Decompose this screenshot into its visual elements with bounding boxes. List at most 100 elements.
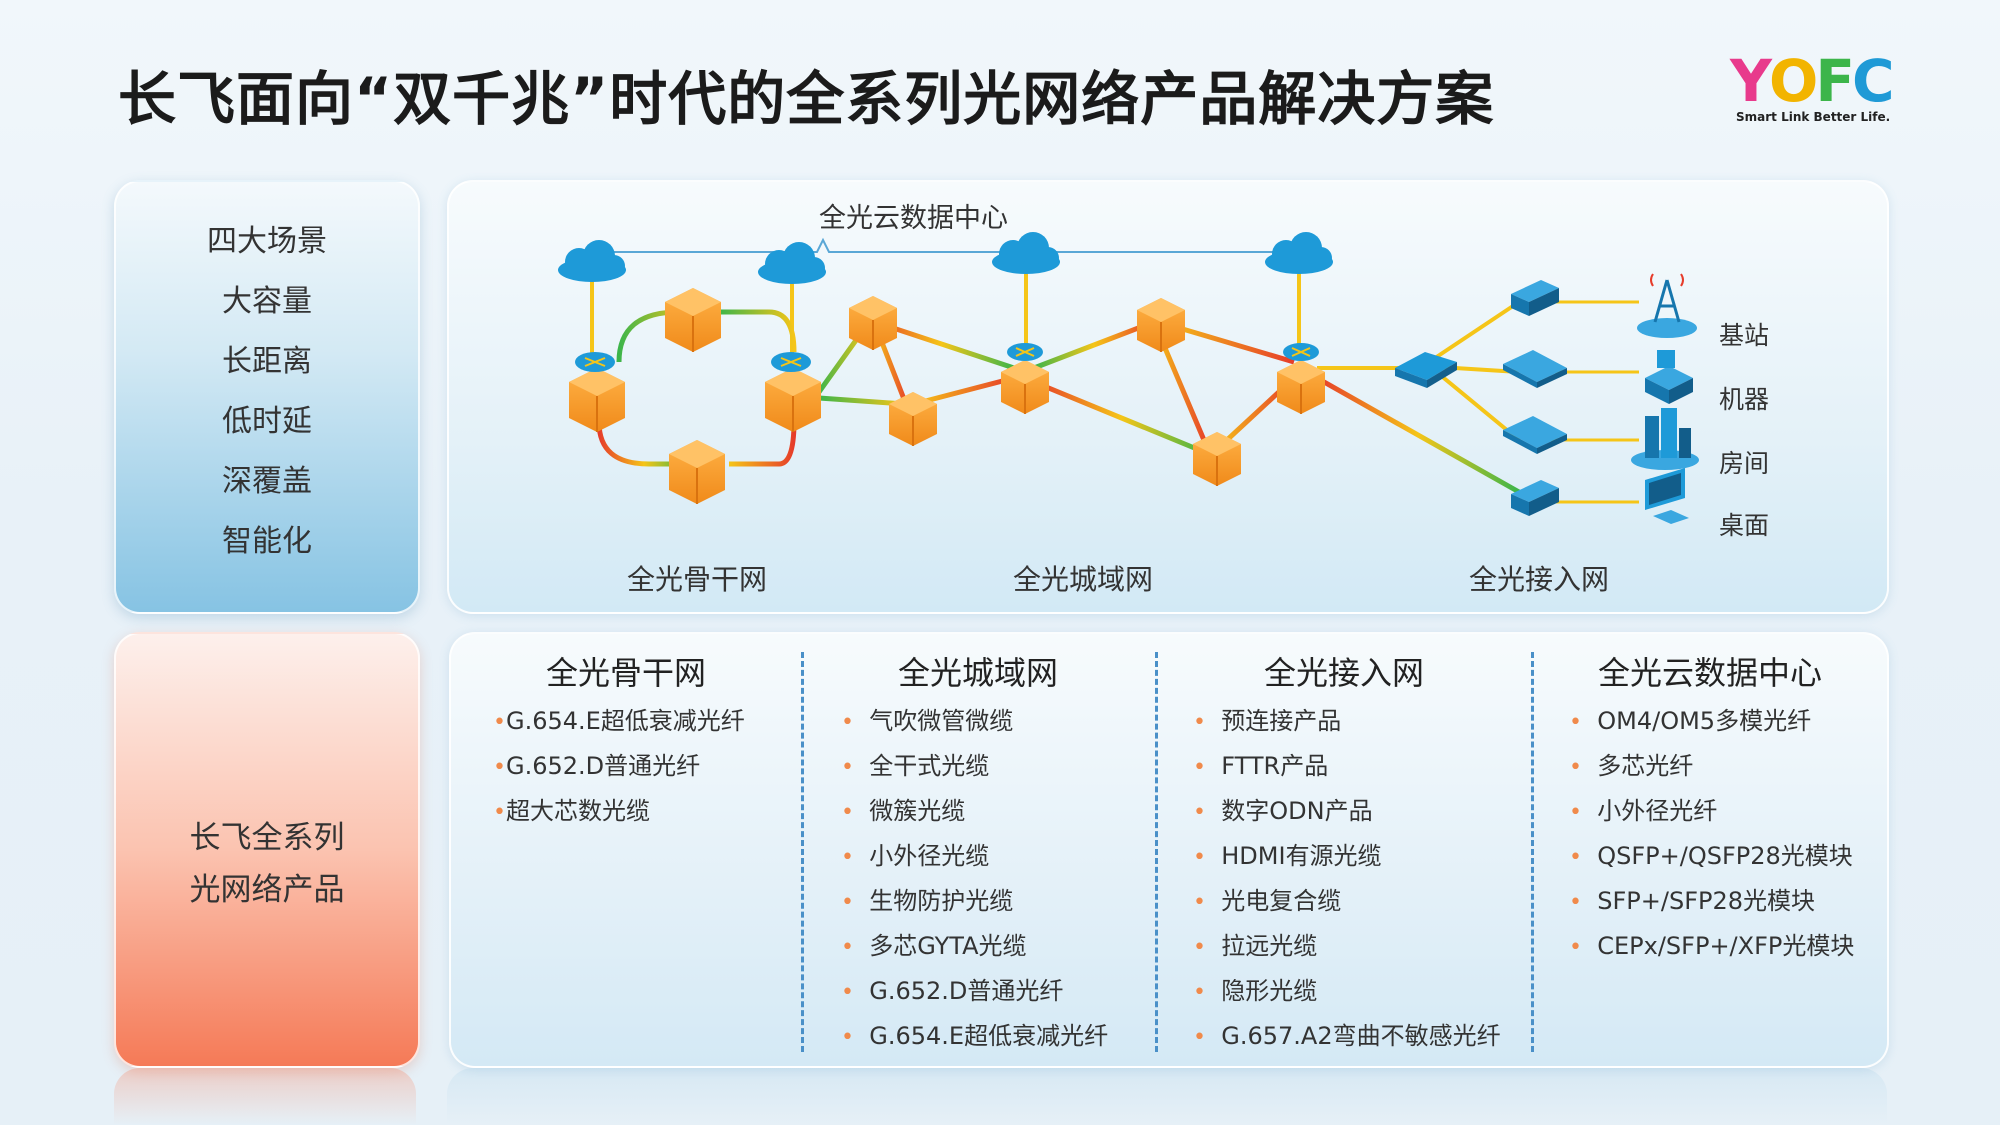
bullet-icon: • <box>841 890 854 915</box>
bullet-icon: • <box>841 1025 854 1050</box>
product-list: • 预连接产品 • FTTR产品 • 数字ODN产品 • HDMI有源光缆 • … <box>1157 706 1567 1066</box>
product-item-text: G.654.E超低衰减光纤 <box>869 1022 1109 1050</box>
metro-link <box>1033 379 1210 457</box>
product-item-text: G.652.D普通光纤 <box>869 977 1064 1005</box>
bullet-icon: • <box>1193 935 1206 960</box>
bullet-icon: • <box>841 980 854 1005</box>
product-column-title: 全光骨干网 <box>545 654 706 692</box>
product-series-label: 长飞全系列 光网络产品 <box>116 812 418 916</box>
product-item: • G.652.D普通光纤 <box>841 976 1191 1021</box>
product-item-text: 多芯光纤 <box>1597 752 1694 780</box>
product-item-text: 气吹微管微缆 <box>869 707 1014 735</box>
product-item-text: 生物防护光缆 <box>869 887 1014 915</box>
logo-letter: C <box>1851 47 1895 115</box>
cube-node-icon <box>1277 360 1325 414</box>
product-item-text: 预连接产品 <box>1221 707 1342 735</box>
cube-node-icon <box>849 296 897 350</box>
bullet-icon: • <box>841 710 854 735</box>
logo-wordmark: Y O F C <box>1730 47 1895 115</box>
datacenter-bracket <box>588 237 1302 264</box>
logo-letter: F <box>1815 47 1855 115</box>
device-label-base-station: 基站 <box>1719 321 1770 350</box>
product-item: • 小外径光缆 <box>841 841 1191 886</box>
bullet-icon: • <box>1193 710 1206 735</box>
cube-node-icon <box>1001 360 1049 414</box>
backbone-link <box>596 421 689 467</box>
product-item-text: 小外径光缆 <box>869 842 990 870</box>
cube-node-icon <box>889 392 937 446</box>
product-item: • 隐形光缆 <box>1193 976 1567 1021</box>
bullet-icon: • <box>1193 1025 1206 1050</box>
bullet-icon: • <box>493 800 506 825</box>
product-item: • CEPx/SFP+/XFP光模块 <box>1569 931 1923 976</box>
device-label-machine: 机器 <box>1719 385 1770 414</box>
product-item: • 微簇光缆 <box>841 796 1191 841</box>
product-item: • 数字ODN产品 <box>1193 796 1567 841</box>
metro-link <box>818 395 905 407</box>
router-icon <box>1007 343 1043 361</box>
product-item-text: G.657.A2弯曲不敏感光纤 <box>1221 1022 1501 1050</box>
access-network-label: 全光接入网 <box>1469 563 1610 596</box>
product-item-text: 隐形光缆 <box>1221 977 1318 1005</box>
bullet-icon: • <box>1569 935 1582 960</box>
scenario-item: 大容量 <box>222 284 312 319</box>
bullet-icon: • <box>493 710 506 735</box>
product-item: • FTTR产品 <box>1193 751 1567 796</box>
product-column-metro: 全光城域网 • 气吹微管微缆 • 全干式光缆 • 微簇光缆 • 小外径光缆 • … <box>803 634 1153 1066</box>
product-list: • OM4/OM5多模光纤 • 多芯光纤 • 小外径光纤 • QSFP+/QSF… <box>1533 706 1923 976</box>
bullet-icon: • <box>1569 755 1582 780</box>
product-item: • 拉远光缆 <box>1193 931 1567 976</box>
router-icon <box>575 352 615 372</box>
onu-device-icon <box>1511 480 1559 516</box>
scenarios-heading: 四大场景 <box>207 224 327 259</box>
product-item-text: G.652.D普通光纤 <box>505 752 701 780</box>
scenarios-list: 四大场景 大容量 长距离 低时延 深覆盖 智能化 <box>116 224 418 584</box>
metro-link <box>913 375 1015 407</box>
bullet-icon: • <box>841 935 854 960</box>
product-column-title: 全光接入网 <box>1263 654 1424 692</box>
product-item: • OM4/OM5多模光纤 <box>1569 706 1923 751</box>
product-item-text: 小外径光纤 <box>1597 797 1718 825</box>
product-column-title: 全光城域网 <box>897 654 1058 692</box>
product-item: • 多芯GYTA光缆 <box>841 931 1191 976</box>
product-item: •G.654.E超低衰减光纤 <box>493 706 843 751</box>
product-column-datacenter: 全光云数据中心 • OM4/OM5多模光纤 • 多芯光纤 • 小外径光纤 • Q… <box>1533 634 1887 1066</box>
cube-node-icon <box>569 368 625 432</box>
product-item: • G.657.A2弯曲不敏感光纤 <box>1193 1021 1567 1066</box>
product-item: • 全干式光缆 <box>841 751 1191 796</box>
machine-icon <box>1645 350 1693 404</box>
scenario-item: 智能化 <box>222 524 312 559</box>
bullet-icon: • <box>1569 710 1582 735</box>
access-link <box>1315 375 1521 495</box>
logo-letter: O <box>1769 47 1818 115</box>
access-link <box>1427 300 1521 364</box>
bullet-icon: • <box>1193 755 1206 780</box>
product-item: • 生物防护光缆 <box>841 886 1191 931</box>
cloud-icon <box>558 240 626 282</box>
panel-reflection <box>447 1068 1887 1125</box>
product-item-text: 数字ODN产品 <box>1221 797 1373 825</box>
products-panel: 全光骨干网 •G.654.E超低衰减光纤 •G.652.D普通光纤 •超大芯数光… <box>449 632 1889 1068</box>
scenario-item: 深覆盖 <box>222 464 312 499</box>
metro-network-label: 全光城域网 <box>1013 563 1154 596</box>
bullet-icon: • <box>1569 845 1582 870</box>
product-series-line: 长飞全系列 <box>189 820 345 856</box>
scenario-item: 低时延 <box>222 404 312 439</box>
product-list: •G.654.E超低衰减光纤 •G.652.D普通光纤 •超大芯数光缆 <box>451 706 843 841</box>
logo-letter: Y <box>1730 47 1772 115</box>
product-item-text: HDMI有源光缆 <box>1221 842 1382 870</box>
product-item-text: 拉远光缆 <box>1221 932 1318 960</box>
network-diagram-panel: 全光云数据中心 全光骨干网 全光城域网 全光接入网 基站 机器 房间 桌面 <box>447 180 1889 614</box>
bullet-icon: • <box>1193 890 1206 915</box>
product-item: • 多芯光纤 <box>1569 751 1923 796</box>
product-column-title: 全光云数据中心 <box>1597 654 1822 692</box>
product-series-panel: 长飞全系列 光网络产品 <box>114 632 420 1068</box>
product-item: •G.652.D普通光纤 <box>493 751 843 796</box>
cloud-icon <box>758 242 826 284</box>
onu-device-icon <box>1503 416 1567 454</box>
desktop-icon <box>1645 468 1689 524</box>
backbone-link <box>719 309 797 353</box>
backbone-link <box>729 421 797 467</box>
product-item: • 气吹微管微缆 <box>841 706 1191 751</box>
backbone-network-label: 全光骨干网 <box>627 563 768 596</box>
